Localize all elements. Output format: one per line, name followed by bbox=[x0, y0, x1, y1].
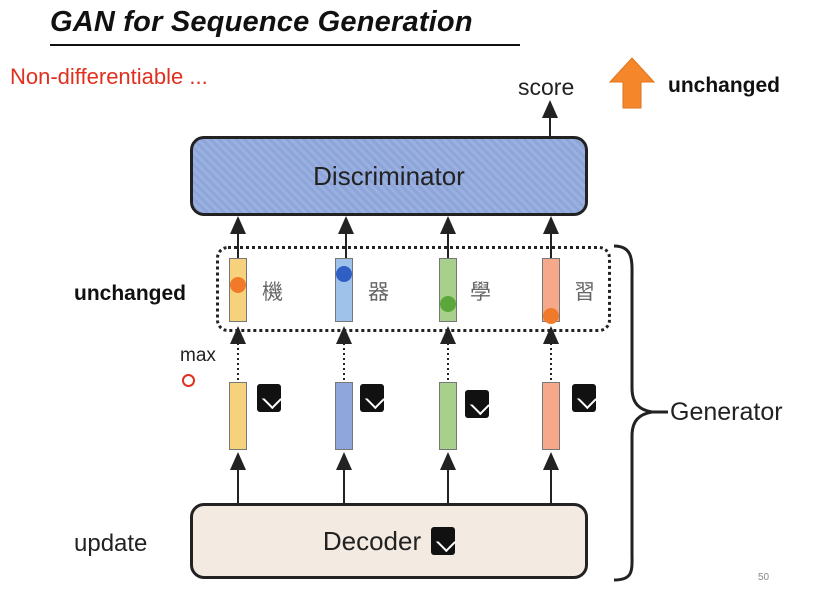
up-arrow-icon bbox=[608, 57, 656, 109]
token-char-4: 習 bbox=[574, 280, 595, 304]
token-char-1: 機 bbox=[262, 280, 283, 304]
discriminator-label: Discriminator bbox=[313, 160, 465, 191]
slide-subtitle: Non-differentiable ... bbox=[10, 64, 208, 89]
token-bar-3 bbox=[439, 258, 457, 322]
delta-icon bbox=[465, 390, 491, 418]
discriminator-box: Discriminator bbox=[190, 136, 588, 216]
score-label: score bbox=[518, 74, 575, 100]
token-char-3: 學 bbox=[470, 280, 491, 304]
generator-brace bbox=[613, 244, 653, 582]
decoder-label: Decoder bbox=[322, 525, 422, 556]
token-char-2: 器 bbox=[368, 280, 389, 304]
dist-bar-4 bbox=[542, 382, 560, 450]
delta-icon bbox=[257, 384, 283, 412]
page-number: 50 bbox=[758, 572, 770, 583]
pointer-mark bbox=[182, 374, 195, 387]
delta-icon bbox=[572, 384, 598, 412]
delta-icon bbox=[360, 384, 386, 412]
max-label: max bbox=[180, 345, 216, 366]
token-dot-1 bbox=[230, 277, 246, 293]
generator-label: Generator bbox=[670, 398, 783, 426]
token-dot-2 bbox=[336, 266, 352, 282]
slide-title: GAN for Sequence Generation bbox=[50, 6, 473, 38]
score-unchanged-note: unchanged bbox=[668, 74, 781, 97]
token-dot-4 bbox=[543, 308, 559, 324]
delta-icon bbox=[431, 527, 457, 555]
dist-bar-2 bbox=[335, 382, 353, 450]
dist-bar-1 bbox=[229, 382, 247, 450]
tokens-unchanged-note: unchanged bbox=[74, 282, 187, 305]
update-label: update bbox=[74, 530, 148, 557]
token-group bbox=[216, 246, 611, 332]
dist-bar-3 bbox=[439, 382, 457, 450]
decoder-box: Decoder bbox=[190, 503, 588, 579]
token-dot-3 bbox=[440, 296, 456, 312]
title-underline bbox=[50, 44, 520, 46]
